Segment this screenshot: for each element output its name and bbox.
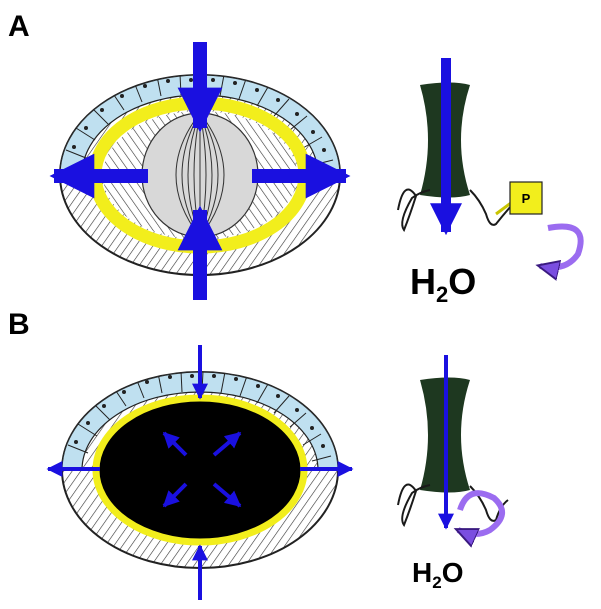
- panel-b-label: B: [8, 308, 30, 341]
- channel-b-tail-left: [397, 483, 431, 528]
- lens-b-epithelium: [62, 372, 338, 471]
- channel-b: H2O: [397, 355, 509, 592]
- panel-a-label: A: [8, 10, 30, 43]
- arrow-b-inner-lr: [212, 482, 242, 508]
- water-label-b: H2O: [412, 557, 463, 592]
- lens-a-flow-arrows: [49, 42, 351, 300]
- phosphate-box: [509, 181, 543, 215]
- channel-a-tail-left: [397, 188, 431, 233]
- purple-curve-arrow-a: [540, 223, 584, 267]
- water-label-a: H2O: [410, 261, 476, 307]
- channel-a-tail-right: [469, 189, 513, 226]
- purple-curve-arrow-b: [458, 490, 505, 534]
- channel-a: P H2O: [397, 58, 584, 307]
- lens-b-core: [92, 394, 308, 546]
- panel-a: A: [8, 10, 584, 307]
- lens-b: [61, 371, 339, 569]
- arrow-b-inner-ur: [212, 431, 242, 457]
- arrow-b-inner-ll: [162, 482, 188, 508]
- lens-b-flow-arrows: [46, 345, 354, 600]
- phosphate-label: P: [522, 191, 531, 206]
- panel-b: B: [8, 308, 509, 600]
- arrow-b-inner-ul: [162, 431, 188, 457]
- lens-a: [59, 74, 341, 276]
